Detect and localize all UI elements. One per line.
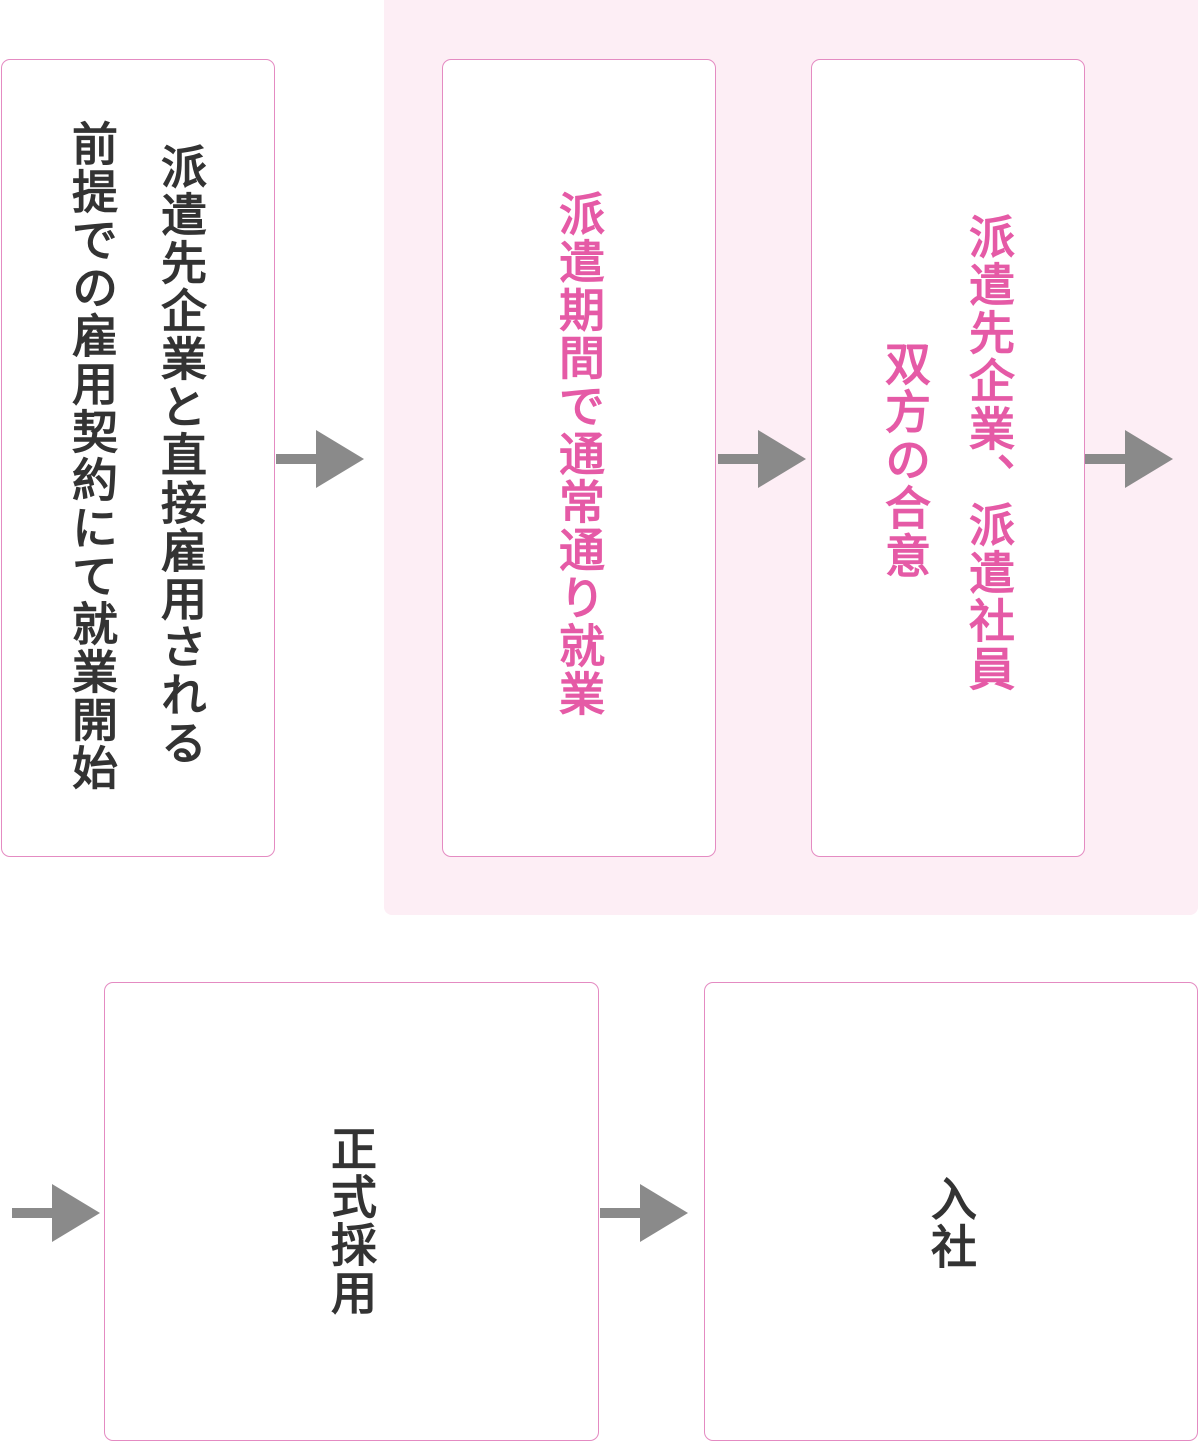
- step-text-line-1: 派遣期間で通常通り就業: [552, 190, 606, 718]
- step-text-line-1: 派遣先企業と直接雇用される: [154, 143, 208, 767]
- arrow-right-icon: [718, 430, 806, 488]
- arrow-right-icon: [1085, 430, 1173, 488]
- arrow-right-icon: [600, 1184, 688, 1242]
- step-text-line-1: 入社: [924, 1175, 978, 1271]
- step-text-line-2: 前提での雇用契約にて就業開始: [65, 120, 119, 792]
- arrow-right-icon: [276, 430, 364, 488]
- arrow-right-icon: [12, 1184, 100, 1242]
- step-box-direct-hire-premise: 派遣先企業と直接雇用される 前提での雇用契約にて就業開始: [1, 59, 275, 857]
- step-text-line-1: 派遣先企業、派遣社員: [962, 213, 1016, 693]
- step-box-mutual-agreement: 派遣先企業、派遣社員 双方の合意: [811, 59, 1085, 857]
- step-text-line-1: 正式採用: [324, 1125, 378, 1317]
- step-box-join-company: 入社: [704, 982, 1198, 1441]
- step-box-official-hire: 正式採用: [104, 982, 599, 1441]
- step-box-dispatch-period: 派遣期間で通常通り就業: [442, 59, 716, 857]
- step-text-line-2: 双方の合意: [878, 340, 932, 580]
